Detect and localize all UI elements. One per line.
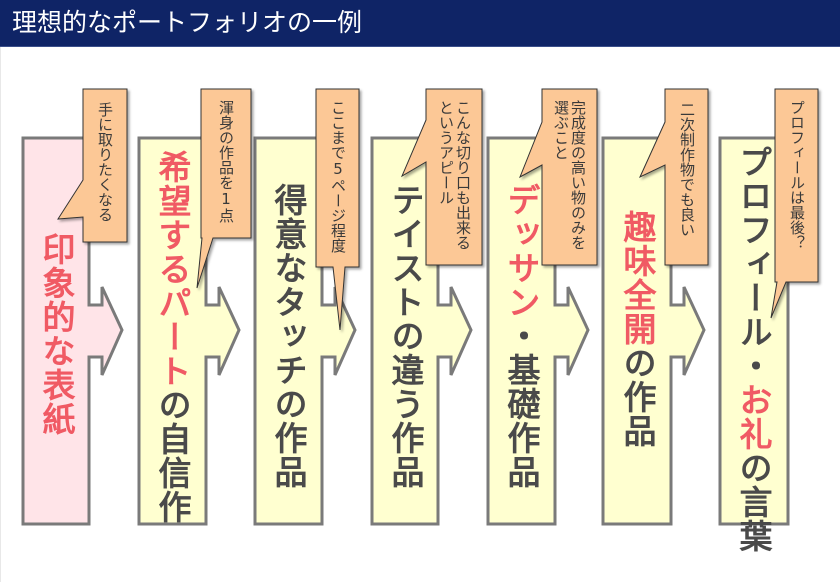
step-7-title: プロフィール・お礼の言葉	[734, 145, 773, 553]
step-1-callout-balloon	[57, 88, 128, 243]
step-1-callout-text: 手に取りたくなる	[96, 102, 114, 222]
step-4-title: テイストの違う作品	[386, 183, 425, 489]
step-2-arrow-box	[137, 136, 241, 526]
step-6-title: 趣味全開の作品	[618, 210, 657, 448]
step-4-arrow-box	[370, 136, 473, 526]
step-2-title: 希望するパートの自信作	[153, 150, 192, 524]
step-5-arrow-box	[486, 136, 590, 526]
page-title: 理想的なポートフォリオの一例	[12, 8, 363, 37]
step-1-arrow-box	[21, 136, 124, 526]
step-1-title: 印象的な表紙	[37, 232, 76, 436]
step-3-callout-text: ここまで5ページ程度	[329, 100, 347, 253]
step-3-arrow-box	[253, 136, 357, 526]
step-6-callout-text: 二次制作物でも良い	[678, 102, 696, 237]
step-5-title: デッサン・基礎作品	[502, 183, 541, 489]
step-2-callout-text: 渾身の作品を1点	[217, 100, 235, 223]
step-7-box	[718, 136, 790, 526]
step-3-callout-balloon	[315, 88, 360, 331]
step-5-callout-text: 完成度の高い物のみを選ぶこと	[552, 100, 587, 250]
title-bar: 理想的なポートフォリオの一例	[0, 0, 840, 47]
slide-edge	[0, 47, 1, 582]
step-7-callout-text: プロフィールは最後？	[788, 100, 806, 250]
step-4-callout-balloon	[400, 88, 483, 266]
step-2-callout-balloon	[196, 88, 252, 289]
step-7-callout-balloon	[770, 88, 819, 319]
step-6-callout-balloon	[638, 88, 709, 266]
step-4-callout-text: こんな切り口も出来るというアピール	[437, 100, 472, 250]
step-6-arrow-box	[601, 136, 706, 526]
step-3-title: 得意なタッチの作品	[269, 183, 308, 489]
step-5-callout-balloon	[519, 88, 598, 266]
